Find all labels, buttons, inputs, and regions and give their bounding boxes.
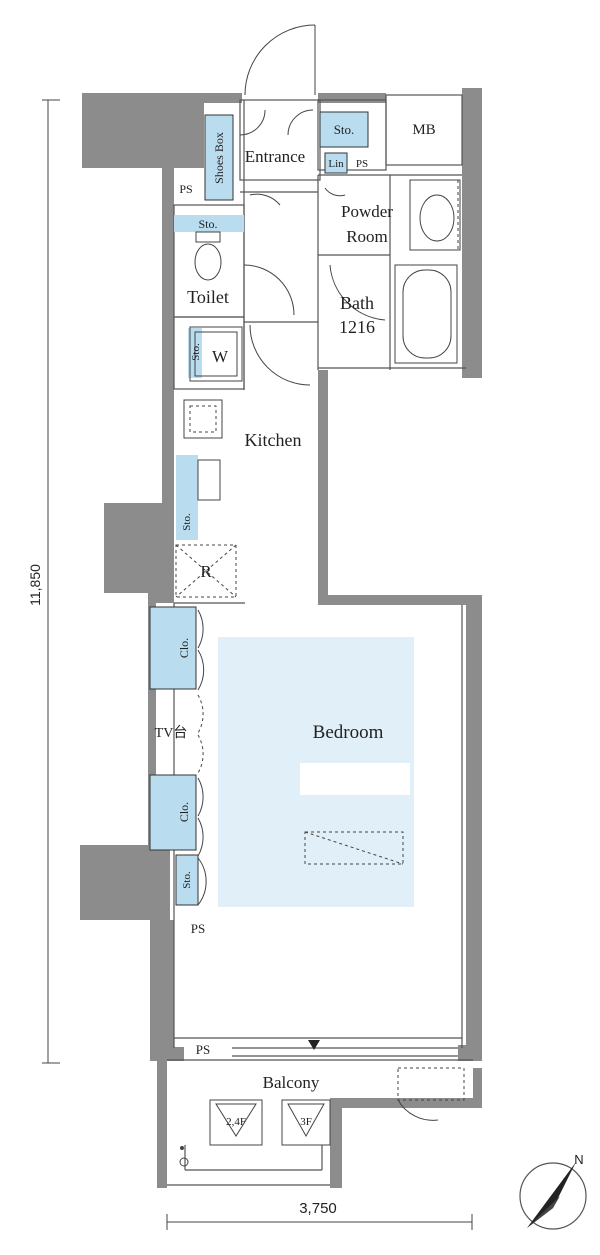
width-dimension-line bbox=[166, 1214, 473, 1230]
hatch-3f-label: 3F bbox=[300, 1116, 312, 1128]
stove-fixture bbox=[183, 399, 223, 439]
balcony-outdoor-unit bbox=[397, 1067, 465, 1121]
linen-label: Lin bbox=[328, 158, 344, 170]
bath-label-line2: 1216 bbox=[339, 317, 375, 337]
bedroom-label-backdrop bbox=[300, 763, 410, 795]
ps-left-label: PS bbox=[179, 182, 192, 196]
evacuation-hatch-2f bbox=[209, 1099, 263, 1146]
refrigerator-space bbox=[175, 544, 237, 598]
toilet-fixture bbox=[194, 231, 222, 281]
bedroom-label: Bedroom bbox=[313, 722, 384, 743]
closet-door-swings bbox=[197, 609, 207, 906]
closet-upper-label: Clo. bbox=[177, 638, 191, 658]
interior-walls bbox=[167, 94, 473, 1186]
kitchen-label: Kitchen bbox=[245, 430, 302, 450]
toilet-label: Toilet bbox=[187, 287, 229, 307]
refrigerator-label: R bbox=[200, 562, 212, 581]
toilet-storage bbox=[174, 215, 244, 232]
bathtub-fixture bbox=[394, 264, 458, 364]
entrance-storage-label: Sto. bbox=[334, 122, 355, 137]
balcony-drain bbox=[179, 1157, 189, 1167]
toilet-storage-label: Sto. bbox=[198, 217, 217, 231]
height-dimension-label: 11,850 bbox=[27, 564, 43, 606]
linen-storage bbox=[324, 152, 348, 174]
closet-lower bbox=[149, 774, 197, 851]
width-dimension-label: 3,750 bbox=[299, 1200, 337, 1217]
kitchen-storage-label: Sto. bbox=[181, 513, 193, 531]
entrance-storage bbox=[319, 111, 369, 148]
sink-fixture bbox=[197, 459, 221, 501]
ps-balcony-label: PS bbox=[196, 1042, 210, 1057]
compass-icon bbox=[519, 1162, 587, 1230]
washbasin-fixture bbox=[409, 179, 461, 251]
powder-room-label-line2: Room bbox=[346, 227, 388, 246]
evacuation-hatch-3f bbox=[281, 1099, 331, 1146]
exterior-walls bbox=[80, 88, 482, 1188]
window-marker bbox=[308, 1040, 320, 1050]
compass-north-label: N bbox=[574, 1152, 583, 1167]
bedroom-storage bbox=[175, 854, 199, 906]
closet-lower-label: Clo. bbox=[177, 802, 191, 822]
aircon-unit bbox=[304, 831, 404, 865]
interior-door-swings bbox=[239, 109, 386, 386]
kitchen-storage bbox=[176, 455, 198, 540]
ps-entrance-label: PS bbox=[356, 158, 368, 170]
bedroom-storage-label: Sto. bbox=[181, 871, 193, 889]
ps-bedroom-label: PS bbox=[191, 921, 205, 936]
tv-stand-label: TV台 bbox=[155, 725, 188, 741]
hatch-2f-label: 2,4F bbox=[226, 1116, 246, 1128]
shoes-box bbox=[204, 114, 234, 201]
washing-machine-fixture bbox=[189, 326, 243, 382]
height-dimension-line bbox=[42, 99, 60, 1064]
washer-label: W bbox=[212, 347, 229, 366]
entrance-door bbox=[244, 24, 316, 96]
balcony-label: Balcony bbox=[263, 1073, 320, 1092]
closet-upper bbox=[149, 606, 197, 690]
balcony-drain-small bbox=[180, 1146, 184, 1150]
bath-label-line1: Bath bbox=[340, 293, 374, 313]
entrance-label: Entrance bbox=[245, 147, 305, 166]
shoes-box-label: Shoes Box bbox=[212, 132, 226, 184]
washer-storage-label: Sto. bbox=[190, 343, 202, 361]
powder-room-label-line1: Powder bbox=[341, 202, 393, 221]
mb-label: MB bbox=[412, 122, 435, 138]
